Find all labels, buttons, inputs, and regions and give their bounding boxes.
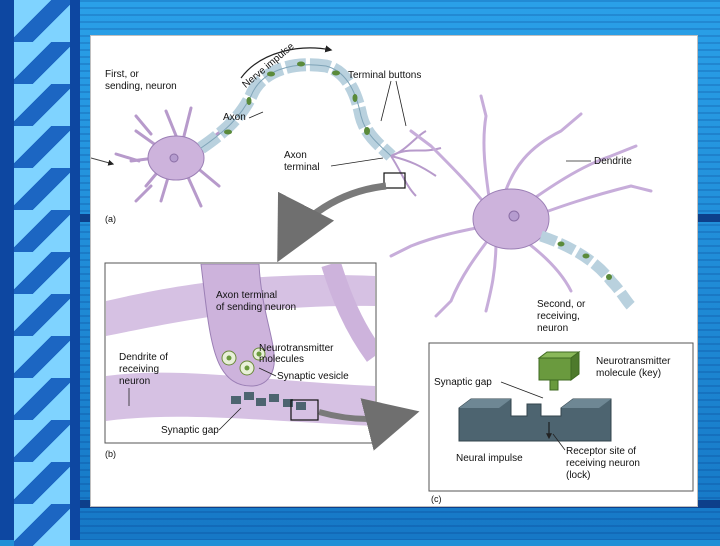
receiving-neuron-nucleus (508, 210, 520, 222)
label-c-key-2: molecule (key) (596, 368, 661, 379)
label-b-axon-terminal-1: Axon terminal (216, 290, 277, 301)
label-b-dendrite-3: neuron (119, 376, 150, 387)
axon-terminal-leader (330, 157, 384, 167)
label-b-dendrite-1: Dendrite of (119, 352, 168, 363)
stripe-tile (14, 126, 70, 168)
label-c-lock-2: receiving neuron (566, 458, 640, 469)
stripe-tile (14, 420, 70, 462)
receptor-sites (231, 392, 306, 410)
label-c-lock-1: Receptor site of (566, 446, 636, 457)
receiving-axon-myelin (539, 230, 636, 310)
panel-a-tag: (a) (105, 214, 116, 224)
label-sending-neuron-2: sending, neuron (105, 81, 177, 92)
lock-leader (552, 433, 566, 451)
label-receiving-neuron-1: Second, or (537, 299, 586, 310)
stripe-tile (14, 168, 70, 210)
stripe-tile (14, 0, 70, 42)
stripe-tile (14, 84, 70, 126)
receptor-zoom-box (290, 399, 319, 421)
panel-a: (a) First, or sending, neuron Nerve impu… (91, 41, 653, 334)
label-sending-neuron-1: First, or (105, 69, 140, 80)
label-axon: Axon (223, 112, 246, 123)
stripe-tile (14, 252, 70, 294)
axon-terminal-branches (390, 130, 442, 197)
label-c-synaptic-gap: Synaptic gap (434, 377, 492, 388)
label-terminal-buttons: Terminal buttons (348, 70, 421, 81)
stripe-tile (14, 336, 70, 378)
figure-panel: (a) First, or sending, neuron Nerve impu… (90, 35, 698, 507)
stripe-tile (14, 42, 70, 84)
decorative-left-stripe (0, 0, 80, 546)
label-b-neurotransmitter-2: molecules (259, 354, 304, 365)
label-receiving-neuron-3: neuron (537, 323, 568, 334)
panel-b-tag: (b) (105, 449, 116, 459)
receiving-neuron-dendrites (389, 94, 653, 318)
decorative-stripe-tiles (14, 0, 70, 546)
label-axon-terminal-2: terminal (284, 162, 320, 173)
label-c-key-1: Neurotransmitter (596, 356, 671, 367)
panel-c-tag: (c) (431, 494, 442, 504)
label-c-lock-3: (lock) (566, 470, 590, 481)
stripe-tile (14, 378, 70, 420)
synapse-zoom-box (383, 172, 406, 189)
vesicle-leader (258, 367, 277, 377)
panel-b: (b) Axon terminal of sending neuron Dend… (104, 262, 420, 459)
label-b-dendrite-2: receiving (119, 364, 159, 375)
neurotransmitter-key (537, 351, 581, 391)
label-b-synaptic-vesicle: Synaptic vesicle (277, 371, 349, 382)
b-synaptic-gap-leader (218, 407, 242, 431)
neuron-synapse-diagram: (a) First, or sending, neuron Nerve impu… (91, 41, 694, 504)
label-axon-terminal-1: Axon (284, 150, 307, 161)
vesicle-cores (226, 351, 262, 371)
label-b-synaptic-gap: Synaptic gap (161, 425, 219, 436)
sending-neuron-nucleus (169, 153, 179, 163)
zoom-arrow-to-c (318, 398, 420, 451)
label-dendrite: Dendrite (594, 156, 632, 167)
myelin-nodes (224, 61, 370, 135)
axon-core (200, 64, 392, 157)
stripe-tile (14, 504, 70, 546)
label-b-axon-terminal-2: of sending neuron (216, 302, 296, 313)
panel-c: (c) Synaptic gap Neurotransmitter molecu… (428, 342, 694, 504)
stripe-tile (14, 462, 70, 504)
zoom-arrow-to-b (277, 182, 387, 263)
receiving-axon-nodes (557, 241, 612, 280)
receptor-lock-shape (458, 398, 612, 442)
incoming-signal-arrow (91, 157, 115, 166)
label-receiving-neuron-2: receiving, (537, 311, 580, 322)
axon-leader-line (248, 111, 264, 119)
neighbor-dendrite (321, 264, 375, 362)
label-c-neural-impulse: Neural impulse (456, 453, 523, 464)
stripe-tile (14, 294, 70, 336)
c-synaptic-gap-leader (500, 381, 544, 399)
label-b-neurotransmitter-1: Neurotransmitter (259, 343, 334, 354)
terminal-buttons-leader (380, 80, 407, 127)
nerve-impulse-arrow (240, 45, 333, 79)
stripe-tile (14, 210, 70, 252)
